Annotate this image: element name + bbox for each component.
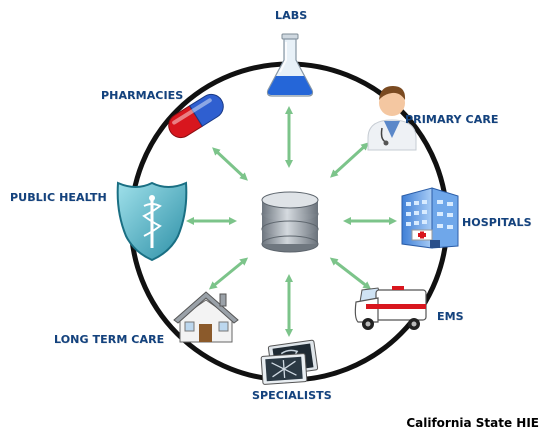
- arrow-pharmacies: [212, 147, 248, 181]
- arrow-primary-care: [330, 142, 369, 178]
- database-icon: [261, 191, 319, 253]
- doctor-icon: [367, 86, 417, 151]
- node-label-long-term-care: LONG TERM CARE: [54, 333, 165, 346]
- arrow-ems: [329, 257, 372, 290]
- ambulance-icon: [354, 286, 427, 330]
- hospital-building-icon: [401, 187, 459, 249]
- flask-icon: [266, 33, 314, 97]
- spoke-arrows: [186, 106, 397, 337]
- node-label-public-health: PUBLIC HEALTH: [10, 191, 107, 204]
- node-label-specialists: SPECIALISTS: [252, 389, 332, 402]
- xray-film-icon: [260, 339, 319, 385]
- node-label-ems: EMS: [437, 310, 464, 323]
- arrow-long-term-care: [208, 257, 249, 290]
- house-icon: [173, 291, 239, 343]
- node-label-primary-care: PRIMARY CARE: [405, 113, 499, 126]
- node-label-labs: LABS: [275, 9, 308, 22]
- pill-capsule-icon: [168, 94, 224, 138]
- node-label-pharmacies: PHARMACIES: [101, 89, 184, 102]
- node-label-hospitals: HOSPITALS: [462, 216, 532, 229]
- caduceus-shield-icon: [116, 181, 188, 262]
- credit-caption: California State HIE: [406, 416, 539, 430]
